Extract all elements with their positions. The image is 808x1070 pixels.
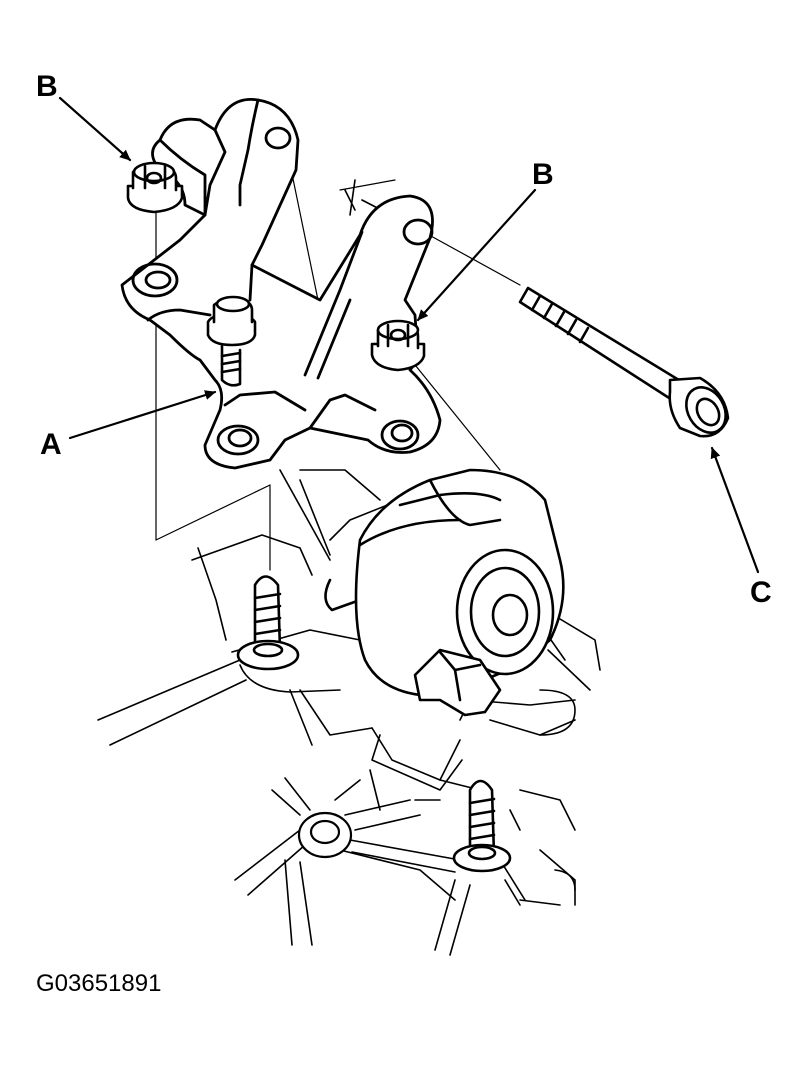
mount-bracket — [120, 97, 442, 470]
arrow-b-upper-left — [58, 96, 132, 162]
nut-b-upper-right — [370, 319, 426, 372]
callout-arrows — [58, 96, 760, 574]
nut-b-upper-left — [126, 161, 184, 214]
lower-boss — [297, 811, 353, 859]
arrow-c — [710, 446, 760, 574]
rubber-mount — [324, 468, 565, 717]
stud-right — [452, 779, 512, 873]
lower-housing — [234, 769, 561, 956]
callout-c: C — [750, 576, 772, 609]
callout-b-upper-right: B — [532, 158, 554, 191]
callout-a: A — [40, 428, 62, 461]
arrow-b-upper-right — [416, 188, 537, 322]
callout-b-upper-left: B — [36, 70, 58, 103]
figure-id: G03651891 — [36, 970, 162, 997]
arrow-a — [68, 390, 217, 440]
bolt-a — [206, 295, 257, 387]
bolt-c — [518, 286, 730, 438]
stud-left — [236, 575, 300, 671]
